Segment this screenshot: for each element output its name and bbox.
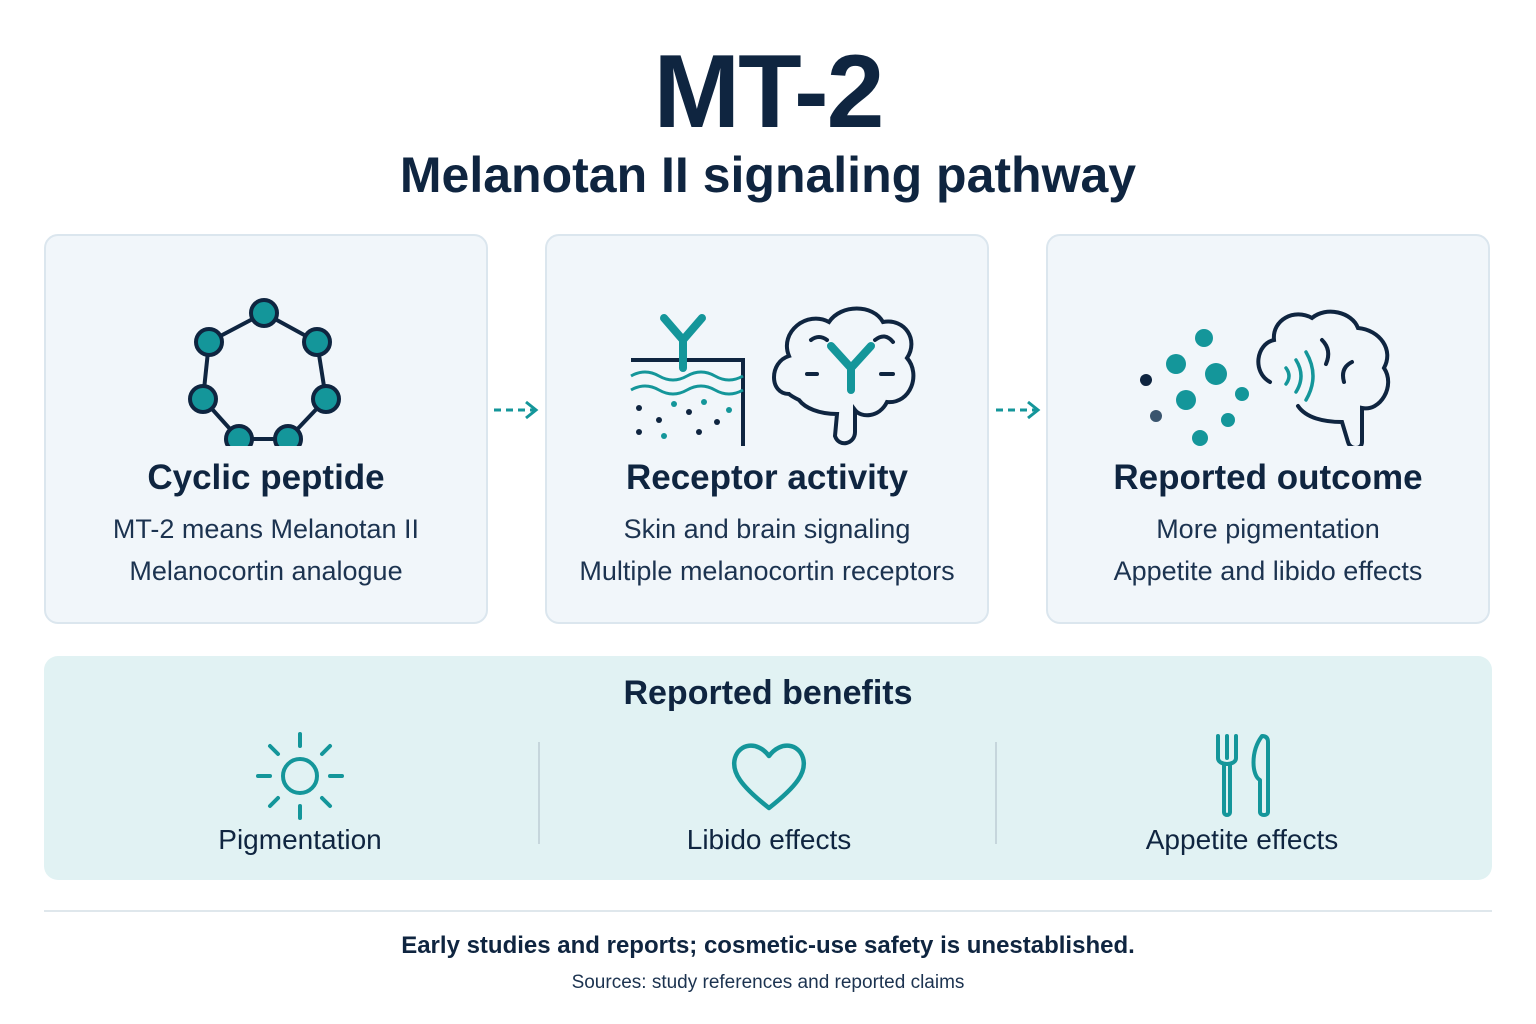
step-line: Appetite and libido effects: [1113, 556, 1423, 586]
benefits-title: Reported benefits: [623, 674, 913, 712]
step-title: Reported outcome: [1113, 458, 1423, 497]
step-title: Receptor activity: [625, 458, 909, 497]
step-line: Melanocortin analogue: [129, 556, 403, 586]
divider: [995, 742, 997, 844]
step-card-receptor-activity: Receptor activity Skin and brain signali…: [545, 234, 989, 624]
benefit-label: Pigmentation: [218, 824, 382, 855]
benefit-pigmentation: Pigmentation: [150, 728, 450, 868]
benefit-label: Appetite effects: [1145, 824, 1339, 855]
benefit-appetite: Appetite effects: [1092, 728, 1392, 868]
heart-icon: [731, 743, 807, 811]
arrow-right-icon: [996, 400, 1041, 420]
step-card-reported-outcome: Reported outcome More pigmentation Appet…: [1046, 234, 1490, 624]
page-subtitle: Melanotan II signaling pathway: [399, 147, 1137, 203]
benefits-panel: Reported benefits Pigmentation: [44, 656, 1492, 880]
particles-icon: [1140, 329, 1249, 446]
step-line: Skin and brain signaling: [623, 514, 911, 544]
skin-brain-receptor-icon: [630, 306, 916, 446]
step-title: Cyclic peptide: [147, 458, 385, 497]
footer-divider: [44, 910, 1492, 912]
arrow-right-icon: [494, 400, 539, 420]
disclaimer: Early studies and reports; cosmetic-use …: [401, 932, 1135, 959]
step-card-cyclic-peptide: Cyclic peptide MT-2 means Melanotan II M…: [44, 234, 488, 624]
sources-note: Sources: study references and reported c…: [571, 972, 965, 993]
brain-icon: [1256, 309, 1391, 446]
particles-brain-icon: [1140, 309, 1391, 446]
skin-receptor-icon: [630, 314, 745, 446]
page-title: MT-2: [653, 34, 885, 150]
divider: [538, 742, 540, 844]
step-line: Multiple melanocortin receptors: [579, 556, 955, 586]
benefit-libido: Libido effects: [619, 728, 919, 868]
brain-icon: [772, 306, 916, 446]
step-line: MT-2 means Melanotan II: [112, 514, 420, 544]
step-line: More pigmentation: [1156, 514, 1380, 544]
cyclic-peptide-icon: [188, 298, 341, 446]
benefit-label: Libido effects: [686, 824, 852, 855]
sun-icon: [256, 732, 344, 820]
fork-knife-icon: [1216, 734, 1270, 817]
